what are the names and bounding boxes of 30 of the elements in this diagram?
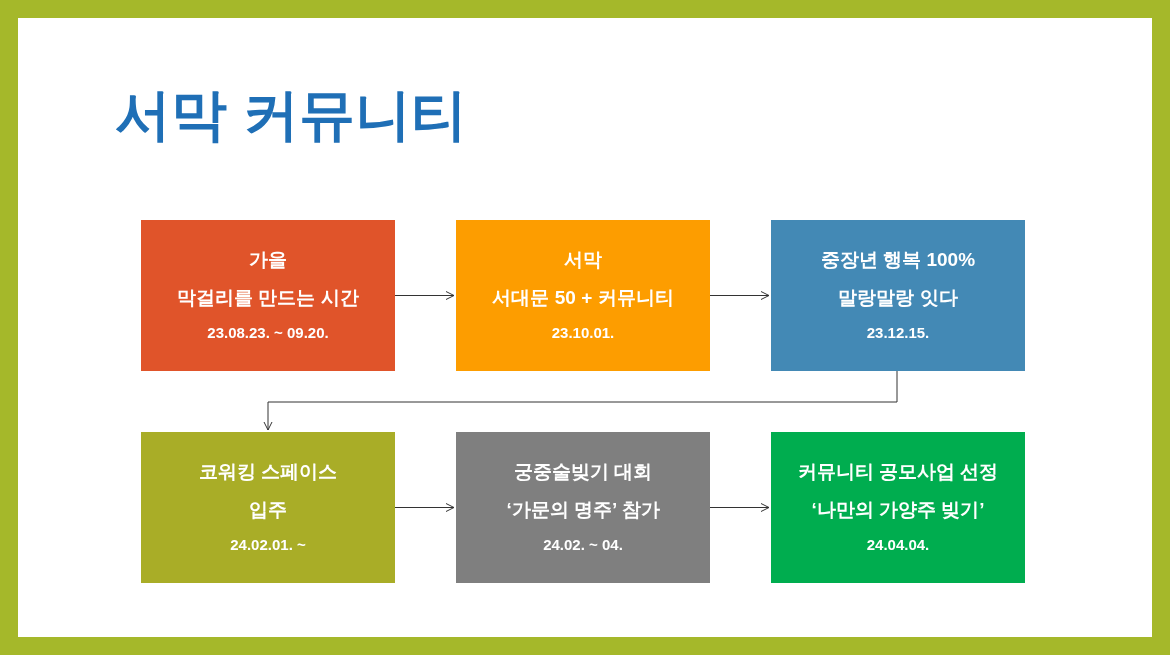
process-box bbox=[141, 220, 395, 371]
box-text: ‘가문의 명주’ 참가 bbox=[506, 498, 660, 522]
arrow bbox=[709, 503, 770, 512]
box-text: 커뮤니티 공모사업 선정 bbox=[797, 460, 999, 485]
box-text: 입주 bbox=[249, 498, 287, 522]
box-text: 가을 bbox=[249, 248, 287, 273]
title: 서막 커뮤니티 bbox=[115, 82, 467, 148]
date-text: 23.12.15. bbox=[866, 323, 930, 343]
date-text: 24.04.04. bbox=[866, 535, 930, 555]
process-box bbox=[456, 432, 710, 583]
box-text: 궁중술빚기 대회 bbox=[513, 460, 653, 485]
date-text: 24.02. ~ 04. bbox=[543, 535, 623, 555]
box-text: 코워킹 스페이스 bbox=[198, 460, 338, 485]
process-box bbox=[771, 220, 1025, 371]
box-text: 중장년 행복 100% bbox=[820, 248, 976, 273]
arrow bbox=[394, 291, 455, 300]
arrow bbox=[394, 503, 455, 512]
process-box bbox=[141, 432, 395, 583]
process-box bbox=[771, 432, 1025, 583]
date-text: 23.08.23. ~ 09.20. bbox=[207, 323, 329, 343]
box-text: 막걸리를 만드는 시간 bbox=[177, 286, 359, 310]
box-text: 말랑말랑 잇다 bbox=[838, 286, 958, 310]
process-box bbox=[456, 220, 710, 371]
date-text: 24.02.01. ~ bbox=[230, 535, 306, 555]
box-text: 서대문 50 + 커뮤니티 bbox=[492, 286, 674, 310]
arrow bbox=[263, 370, 898, 431]
date-text: 23.10.01. bbox=[551, 323, 615, 343]
box-text: 서막 bbox=[564, 248, 602, 273]
arrow bbox=[709, 291, 770, 300]
box-text: ‘나만의 가양주 빚기’ bbox=[811, 498, 985, 522]
